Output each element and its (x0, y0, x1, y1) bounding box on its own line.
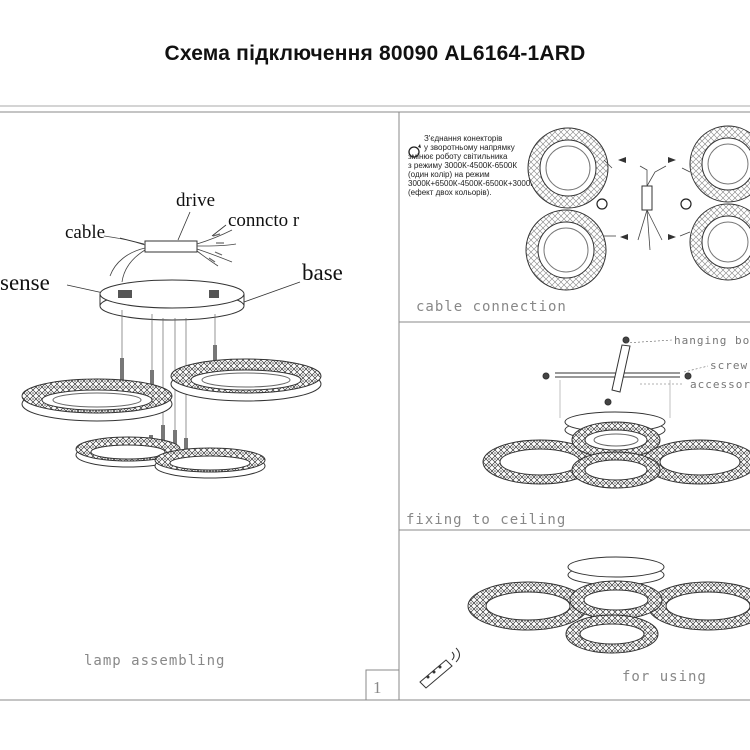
cable-label: cable (65, 222, 105, 243)
fixing-caption: fixing to ceiling (406, 512, 566, 528)
screw-label: screw (710, 359, 748, 372)
ring-right (170, 358, 322, 402)
page-title: Схема підключення 80090 AL6164-1ARD (164, 42, 586, 65)
note-line-2: у зворотньому напрямку (424, 143, 515, 152)
sense-label: sense (0, 270, 50, 295)
frame (0, 105, 750, 701)
cable-connection-caption: cable connection (416, 299, 567, 315)
page-number: 1 (373, 678, 382, 697)
ring-top-left (527, 127, 609, 209)
center-cables (603, 159, 691, 251)
ring-small-left (75, 436, 181, 468)
reverse-icons (596, 198, 692, 210)
note-line-1: З'єднання конекторів (424, 134, 502, 143)
fixing-panel: hanging bo screw accessor (406, 334, 750, 528)
driver-cables (103, 229, 237, 283)
hanging-label: hanging bo (674, 334, 750, 347)
note-line-4: з режиму 3000К-4500К-6500К (408, 161, 517, 170)
fixing-ring-front (571, 451, 661, 489)
accessory-label: accessor (690, 378, 750, 391)
ring-bottom-left (525, 209, 607, 291)
canopy-base (99, 279, 245, 321)
for-using-caption: for using (622, 669, 707, 685)
ring-small-right (154, 447, 266, 479)
drive-label: drive (176, 190, 215, 211)
note-line-5: (один колір) на режим (408, 170, 490, 179)
using-panel: for using (419, 556, 750, 689)
using-canopy (567, 556, 665, 586)
center-driver (641, 185, 653, 211)
fixing-ring-right (642, 439, 750, 485)
ring-top-right (689, 125, 750, 203)
fixing-ring-center (571, 421, 661, 459)
using-ring-left (467, 581, 589, 631)
hanging-bracket (542, 336, 692, 406)
connector-label: conncto r (228, 210, 300, 231)
connection-arrows (618, 157, 676, 240)
connector-plugs (208, 233, 224, 263)
note-line-7: (ефект двох кольорів). (408, 188, 492, 197)
using-ring-center (569, 580, 663, 620)
fixing-ring-left (482, 439, 598, 485)
lamp-assembly: drive conncto r cable sense base (0, 190, 382, 697)
ring-left (21, 378, 173, 422)
driver-box (144, 240, 198, 253)
using-ring-right (647, 581, 750, 631)
reverse-arrow-icon (408, 144, 421, 158)
lamp-assembling-caption: lamp assembling (84, 653, 225, 669)
ring-bottom-right (689, 203, 750, 281)
note-line-6: 3000К+6500К-4500К-6500К+3000К (408, 179, 535, 188)
remote-control-icon (419, 647, 460, 689)
using-ring-front (565, 614, 659, 654)
cable-connection-panel: З'єднання конекторів у зворотньому напря… (408, 125, 750, 315)
note-line-3: змінює роботу світильника (408, 152, 508, 161)
base-label: base (302, 260, 343, 285)
